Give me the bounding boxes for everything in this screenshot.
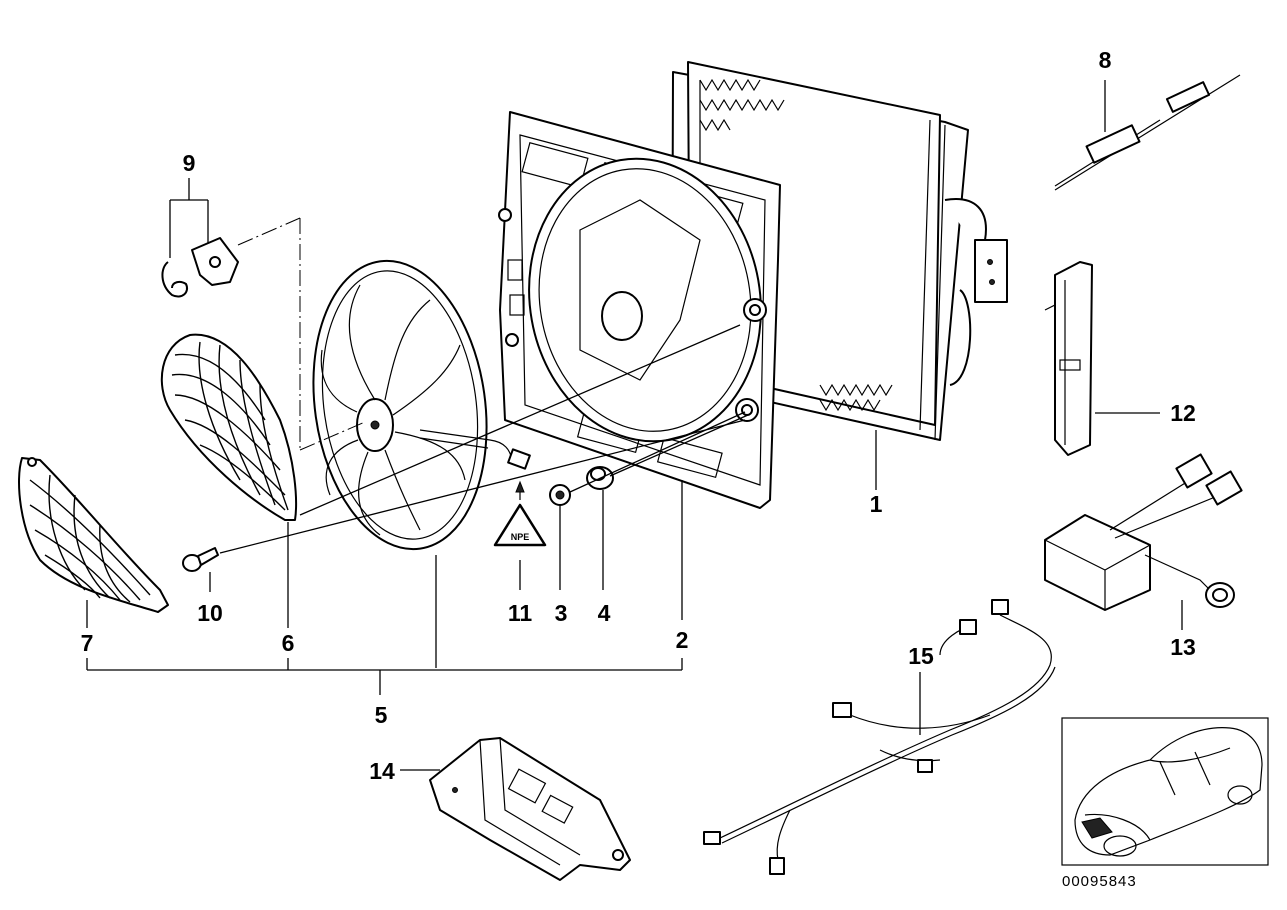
- warning-symbol-text: NPE: [511, 532, 530, 542]
- part-bracket: [1044, 261, 1093, 456]
- leader-lines: [86, 80, 1183, 771]
- part-screw: [182, 547, 219, 572]
- part-fan-shroud: [498, 111, 781, 509]
- callout-12: 12: [1170, 400, 1196, 426]
- callout-5: 5: [375, 702, 388, 728]
- callout-1: 1: [870, 491, 883, 517]
- part-fan-grille: [160, 333, 298, 521]
- part-clip: [161, 237, 239, 298]
- callout-9: 9: [183, 150, 196, 176]
- callout-labels: 1 2 3 4 5 6 7 8 9 10 11 12 13 14 15: [81, 47, 1196, 784]
- part-control-unit: [1044, 453, 1243, 611]
- part-warning-symbol: NPE: [493, 480, 547, 547]
- callout-10: 10: [197, 600, 223, 626]
- part-mounting-bracket: [429, 737, 631, 881]
- callout-7: 7: [81, 630, 94, 656]
- callout-14: 14: [369, 758, 395, 784]
- callout-8: 8: [1099, 47, 1112, 73]
- document-number: 00095843: [1062, 873, 1137, 890]
- callout-13: 13: [1170, 634, 1196, 660]
- part-resistor: [1054, 74, 1241, 191]
- callout-15: 15: [908, 643, 934, 669]
- callout-6: 6: [282, 630, 295, 656]
- part-lower-grille: [18, 457, 169, 613]
- callout-4: 4: [598, 600, 611, 626]
- callout-3: 3: [555, 600, 568, 626]
- callout-11: 11: [508, 600, 533, 626]
- callout-2: 2: [676, 627, 689, 653]
- part-nut: [549, 484, 571, 506]
- part-fan-wheel: [312, 259, 531, 551]
- part-wiring-harness: [703, 599, 1056, 875]
- vehicle-thumbnail: [1061, 717, 1269, 866]
